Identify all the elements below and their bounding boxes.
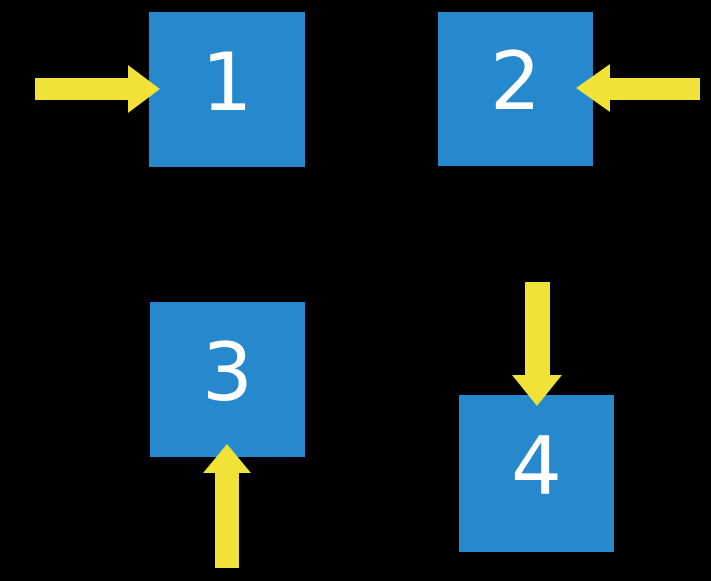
square-4-label: 4 xyxy=(511,419,562,513)
arrow-left-icon xyxy=(576,64,700,112)
arrow-down-icon xyxy=(512,282,562,406)
square-3-label: 3 xyxy=(202,325,253,419)
square-1: 1 xyxy=(149,12,305,167)
square-2: 2 xyxy=(438,12,593,166)
arrow-up-icon xyxy=(203,444,251,568)
square-4: 4 xyxy=(459,395,614,552)
square-2-label: 2 xyxy=(490,35,541,128)
arrow-right-icon xyxy=(35,65,160,113)
square-3: 3 xyxy=(150,302,305,457)
square-1-label: 1 xyxy=(201,35,253,129)
